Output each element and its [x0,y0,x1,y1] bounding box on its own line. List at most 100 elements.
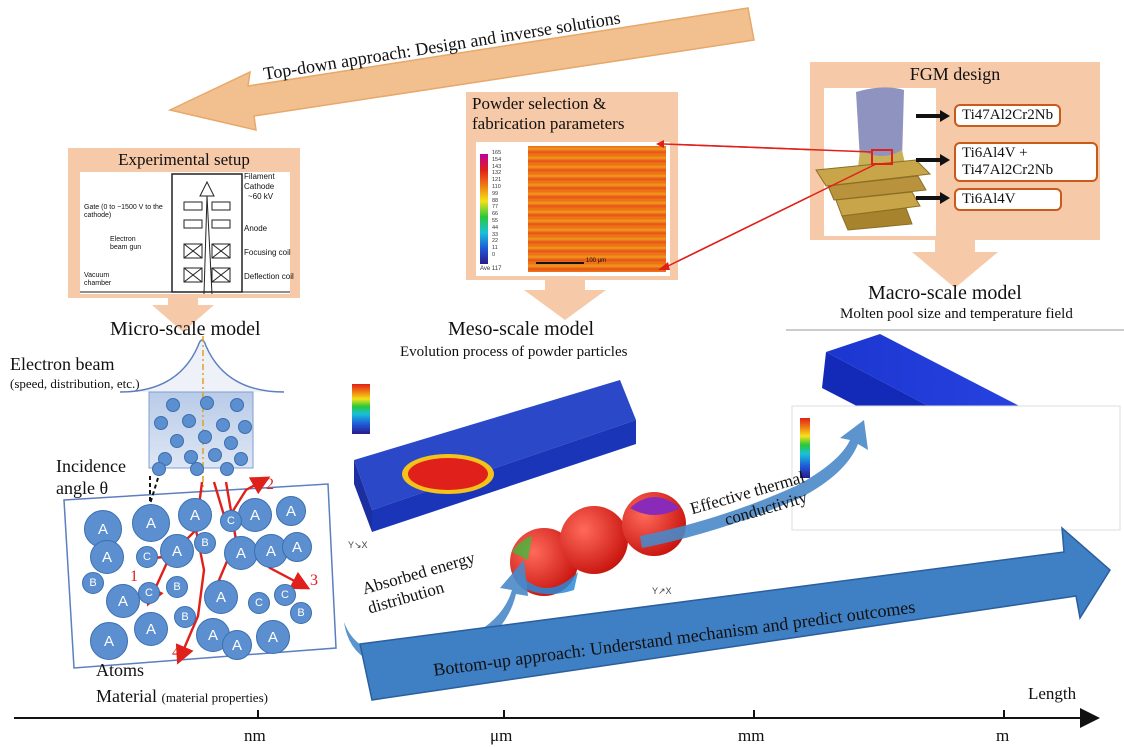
meso-model-subtitle: Evolution process of powder particles [400,344,628,360]
powder-legend-value: 154 [492,156,502,163]
tick-um: μm [490,726,513,745]
macro-model-title: Macro-scale model [868,282,1022,304]
powder-title-line1: Powder selection & [472,94,607,113]
powder-scale-label: 100 μm [586,258,607,264]
powder-legend-value: 55 [492,217,499,224]
atom: A [134,612,168,646]
length-axis [14,708,1100,728]
experimental-setup-panel: Experimental setup Filament Cathode ~60 … [68,148,300,298]
powder-title-line2: fabrication parameters [472,114,625,133]
powder-legend-value: 88 [492,197,499,204]
atom: C [248,592,270,614]
meso-powder-bed [352,380,636,532]
powder-avg-label: Ave 117 [480,266,502,272]
label-voltage: ~60 kV [248,192,274,201]
atom: A [256,620,290,654]
curve-arrow-thermal [640,420,868,548]
atom: A [282,532,312,562]
down-arrow-experimental [152,298,214,332]
incidence-angle-mark [149,476,159,505]
label-filament: Filament [244,172,275,181]
electron-dot [230,398,244,412]
atoms-label: Atoms [96,660,145,680]
meso-axis-glyph: Y↘X [348,540,368,550]
electron-dot [198,430,212,444]
path-number-2: 2 [266,476,274,493]
gun-schematic-svg [80,173,290,294]
electron-beam-note: (speed, distribution, etc.) [10,376,140,391]
atom: B [174,606,196,628]
down-arrow-powder [524,280,606,320]
material-note: (material properties) [161,690,268,705]
atom: C [274,584,296,606]
bottom-up-arrow [359,526,1111,701]
electron-dot [152,462,166,476]
atom: C [220,510,242,532]
atom: B [290,602,312,624]
atom: C [136,546,158,568]
tick-nm: nm [244,726,266,745]
powder-legend-value: 66 [492,211,499,218]
atom: A [132,504,170,542]
gun-schematic: Filament Cathode ~60 kV Gate (0 to −1500… [80,172,294,294]
powder-legend-value: 121 [492,177,502,184]
label-cathode: Cathode [244,182,275,191]
fgm-tag-2: Ti6Al4V [954,188,1062,211]
powder-legend-value: 143 [492,163,502,170]
electron-dot [200,396,214,410]
electron-dot [234,452,248,466]
powder-legend-value: 132 [492,170,502,177]
electron-dot [216,418,230,432]
powder-legend-value: 11 [492,245,498,252]
thermal-sim-panel [791,405,1121,531]
electron-dot [238,420,252,434]
label-gun: Electron beam gun [110,236,142,251]
electron-dot [190,462,204,476]
label-anode: Anode [244,224,268,233]
electron-dot [208,448,222,462]
atom: A [204,580,238,614]
label-vacuum: Vacuum chamber [84,272,112,287]
material-label: Material (material properties) [96,686,268,707]
electron-dot [166,398,180,412]
label-deflection: Deflection coil [244,272,294,281]
atom: B [194,532,216,554]
powder-legend-value: 22 [492,238,499,245]
length-axis-label: Length [1028,684,1077,703]
powder-legend-value: 110 [492,183,501,190]
atom: A [90,622,128,660]
powder-legend-value: 165 [492,150,502,156]
powder-panel: Powder selection & fabrication parameter… [466,92,678,280]
electron-dot [220,462,234,476]
atom: A [238,498,272,532]
fgm-title: FGM design [909,64,1001,84]
tick-m: m [996,726,1010,745]
label-focusing: Focusing coil [244,248,291,257]
label-gate: Gate (0 to −1500 V to the cathode) [84,204,163,219]
atom: B [166,576,188,598]
powder-legend-value: 44 [492,224,499,231]
electron-beam-title: Electron beam [10,354,115,374]
powder-legend-value: 77 [492,204,499,211]
powder-legend-value: 33 [492,231,499,238]
path-number-4: 4 [172,644,180,661]
tick-mm: mm [738,726,765,745]
atom: B [82,572,104,594]
electron-beam-graphic [119,336,285,500]
sphere-axis-glyph: Y↗X [652,586,672,596]
micro-model-title: Micro-scale model [110,318,261,340]
path-number-1: 1 [130,568,138,585]
powder-legend-value: 0 [492,251,496,258]
atom: C [138,582,160,604]
atom: A [222,630,252,660]
electron-dot [170,434,184,448]
down-arrow-fgm [912,240,998,288]
fgm-tag-1: Ti6Al4V + Ti47Al2Cr2Nb [954,142,1098,182]
powder-legend-value: 99 [492,190,499,197]
incidence-line2: angle θ [56,478,109,498]
electron-dot [182,414,196,428]
electron-dot [224,436,238,450]
powder-heat-field [528,146,666,272]
